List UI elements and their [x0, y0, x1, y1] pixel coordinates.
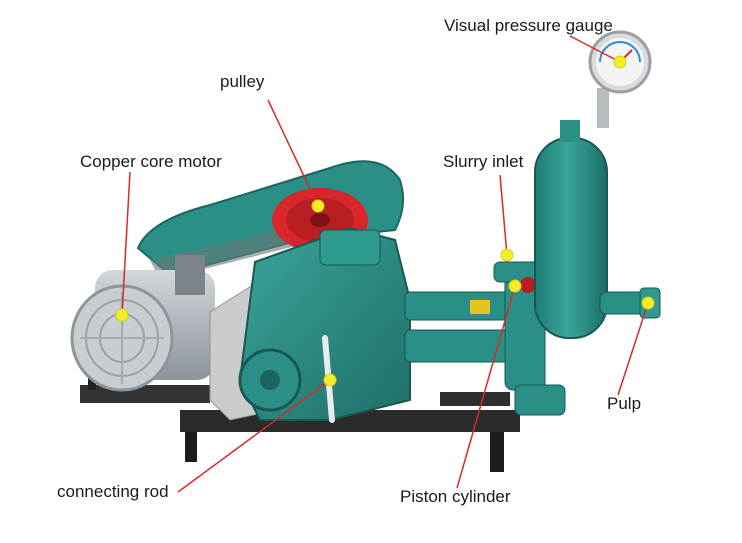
label-pulp: Pulp: [607, 394, 642, 413]
label-copper-core-motor: Copper core motor: [80, 152, 222, 171]
label-visual-pressure-gauge: Visual pressure gauge: [444, 16, 613, 35]
marker-motor: [115, 308, 129, 322]
marker-slurry-inlet: [500, 248, 514, 262]
pressure-gauge: [588, 30, 652, 128]
pump-body: [238, 226, 411, 421]
label-slurry-inlet: Slurry inlet: [443, 152, 524, 171]
label-piston-cylinder: Piston cylinder: [400, 487, 511, 506]
label-pulley: pulley: [220, 72, 265, 91]
motor-body: [70, 255, 215, 392]
marker-pulley: [311, 199, 325, 213]
leader-lines: [121, 35, 649, 493]
air-chamber-tank: [534, 120, 608, 339]
marker-piston-cylinder: [508, 279, 522, 293]
belt-guard: [136, 160, 405, 277]
marker-pulp: [641, 296, 655, 310]
markers: [115, 55, 655, 387]
marker-gauge: [613, 55, 627, 69]
label-connecting-rod: connecting rod: [57, 482, 169, 501]
marker-connecting-rod: [323, 373, 337, 387]
